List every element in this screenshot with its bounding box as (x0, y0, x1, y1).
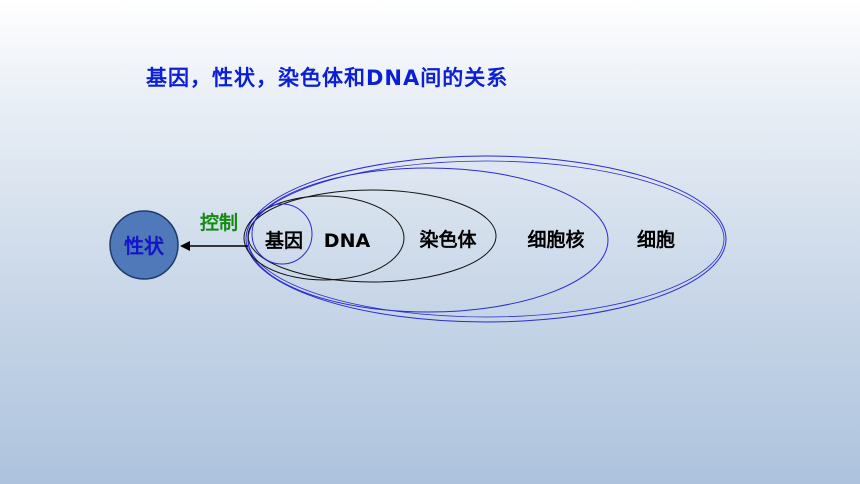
gene-circle (251, 203, 313, 265)
nucleus-label: 细胞核 (527, 228, 584, 251)
slide-title: 基因，性状，染色体和DNA间的关系 (146, 66, 509, 90)
trait-label: 性状 (124, 234, 165, 258)
control-arrow-head (180, 241, 190, 251)
gene-label: 基因 (264, 229, 303, 252)
chromosome-label: 染色体 (419, 228, 477, 251)
dna-ellipse (243, 195, 405, 281)
cell-ellipse (245, 155, 727, 323)
control-label: 控制 (200, 211, 238, 234)
dna-label: DNA (324, 230, 371, 252)
trait-circle (109, 210, 179, 280)
chromosome-ellipse (247, 189, 497, 283)
cell-label: 细胞 (637, 228, 675, 251)
